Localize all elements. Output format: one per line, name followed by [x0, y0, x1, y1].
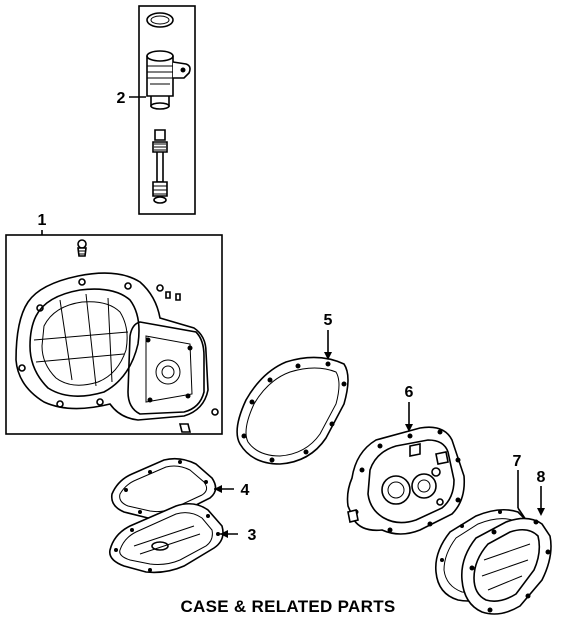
callout-2: 2	[117, 90, 126, 107]
part-4-oil-pan-gasket: 4	[110, 457, 250, 520]
part-2-box	[138, 5, 196, 215]
part-3-oil-pan: 3	[108, 502, 257, 574]
part-8-rear-cover: 8	[460, 469, 552, 615]
diagram-title: CASE & RELATED PARTS	[180, 597, 396, 616]
callout-7: 7	[513, 453, 522, 470]
callout-1: 1	[38, 212, 47, 229]
part-5-case-gasket: 5	[236, 312, 349, 465]
part-1-transaxle-case: 1	[5, 212, 223, 435]
callout-8: 8	[537, 469, 546, 486]
callout-4: 4	[241, 482, 250, 499]
part-2-speedometer-gear: 2	[117, 5, 196, 215]
callout-5: 5	[324, 312, 333, 329]
callout-3: 3	[248, 527, 257, 544]
part-6-center-housing: 6	[346, 384, 466, 535]
part-1-box	[5, 234, 223, 435]
callout-6: 6	[405, 384, 414, 401]
